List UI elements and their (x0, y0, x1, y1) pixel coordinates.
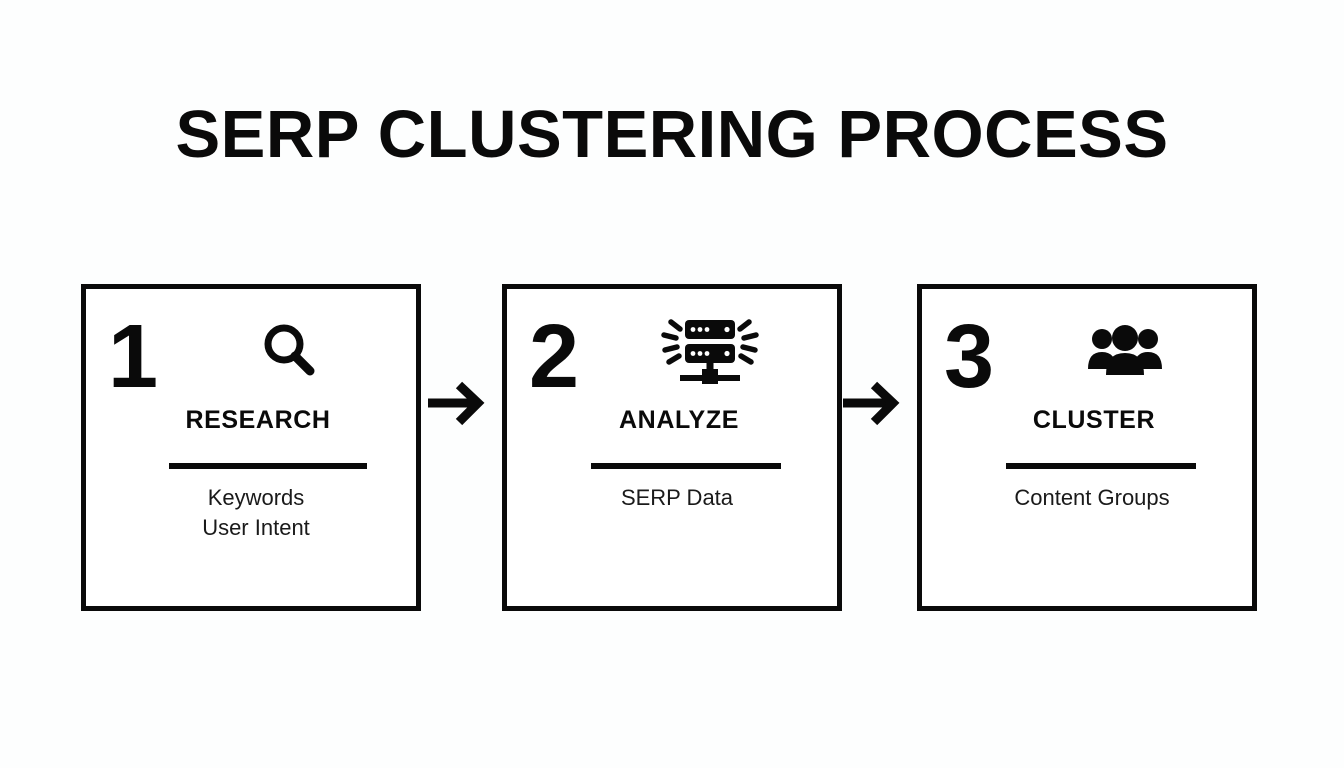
step-details: Keywords User Intent (116, 483, 396, 544)
arrow-right-icon (841, 376, 903, 430)
step-detail-line: User Intent (202, 515, 310, 541)
step-detail-line: Keywords (207, 485, 305, 510)
divider-rule (1006, 463, 1196, 469)
step-details: Content Groups (952, 483, 1232, 513)
arrow-right-icon (426, 376, 488, 430)
step-title: ANALYZE (619, 406, 739, 434)
step-details: SERP Data (537, 483, 817, 513)
server-rack-icon (635, 315, 785, 387)
step-card-analyze[interactable]: 2 (502, 284, 842, 611)
process-flow: 1 RESEARCH Keywords User Intent 2 (81, 284, 1257, 611)
step-number: 3 (944, 307, 995, 407)
step-detail-line: SERP Data (620, 485, 734, 510)
step-title: CLUSTER (1032, 406, 1156, 434)
divider-rule (169, 463, 367, 469)
divider-rule (591, 463, 781, 469)
step-number: 2 (529, 307, 580, 407)
magnifier-icon (214, 315, 364, 387)
people-group-icon (1050, 315, 1200, 387)
step-card-cluster[interactable]: 3 CLUSTER Content Groups (917, 284, 1257, 611)
step-detail-line: Content Groups (1014, 485, 1170, 510)
step-card-research[interactable]: 1 RESEARCH Keywords User Intent (81, 284, 421, 611)
step-number: 1 (108, 307, 159, 407)
step-title: RESEARCH (185, 406, 331, 434)
page-title: SERP CLUSTERING PROCESS (175, 97, 1169, 172)
